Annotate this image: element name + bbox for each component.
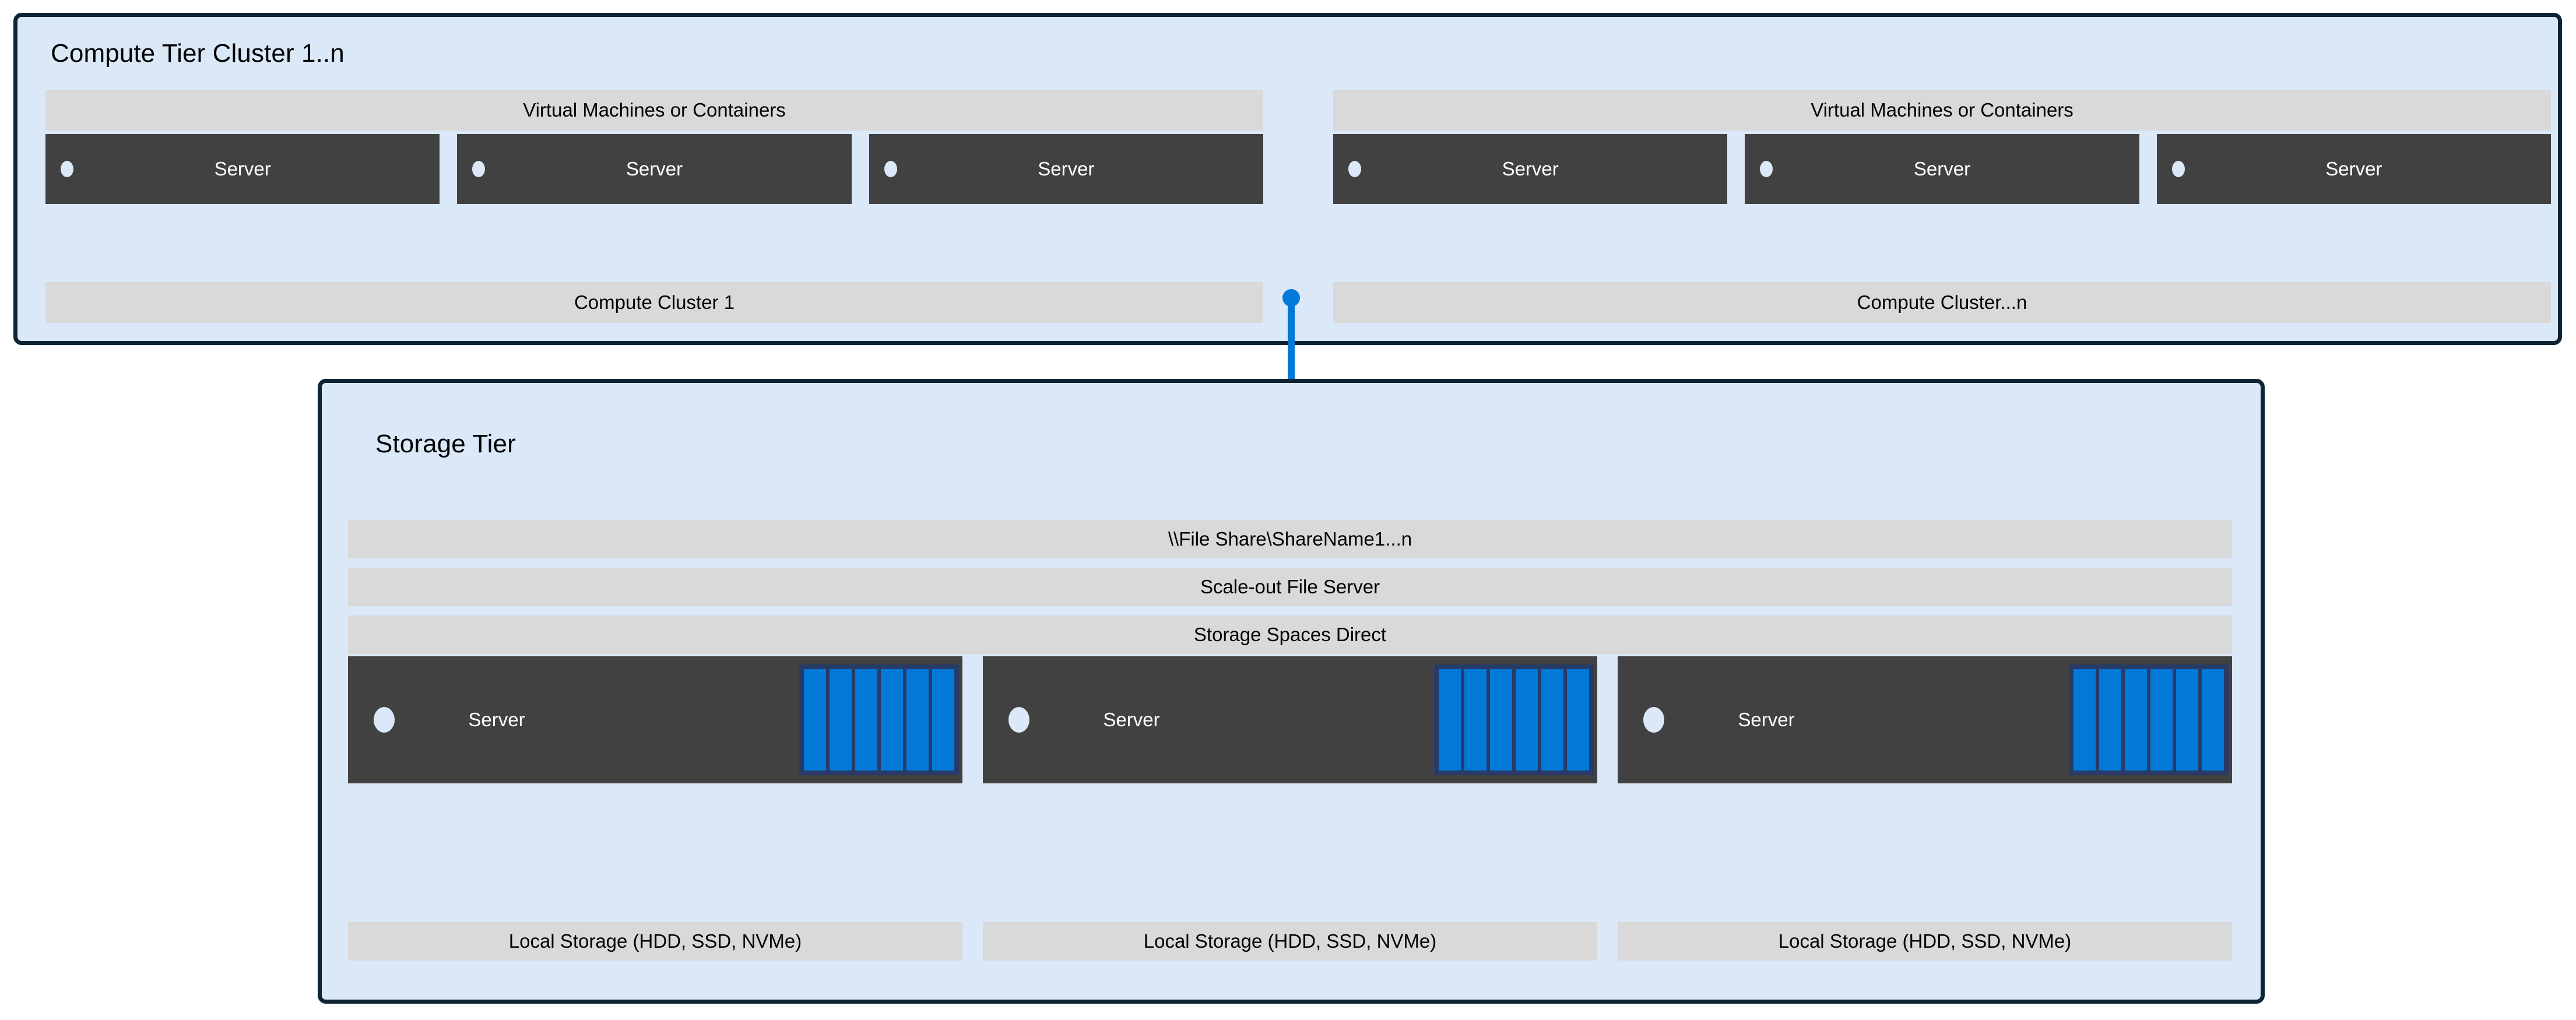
disk-icon (1464, 669, 1486, 771)
virtual-machines-or-containers-bar-n: Virtual Machines or Containers (1333, 90, 2551, 131)
compute-cluster-n-label-bar: Compute Cluster...n (1333, 282, 2551, 323)
compute-tier-panel: Compute Tier Cluster 1..n Virtual Machin… (13, 13, 2562, 345)
storage-node-3: Server Local Storage (HDD, SSD, NVMe) (1618, 656, 2232, 961)
server-label: Server (2325, 158, 2382, 180)
compute-server-row-1: Server Server Server (45, 134, 1263, 204)
local-storage-bar-3: Local Storage (HDD, SSD, NVMe) (1618, 922, 2232, 961)
compute-cluster-n: Virtual Machines or Containers Server Se… (1333, 90, 2551, 323)
compute-server-1-2[interactable]: Server (457, 134, 852, 204)
disk-icon (1490, 669, 1512, 771)
disk-icon (1439, 669, 1461, 771)
status-led-icon (2171, 161, 2185, 177)
file-share-bar: \\File Share\ShareName1...n (348, 520, 2232, 558)
server-label: Server (468, 709, 525, 730)
local-storage-bar-1: Local Storage (HDD, SSD, NVMe) (348, 922, 962, 961)
virtual-machines-or-containers-bar-1: Virtual Machines or Containers (45, 90, 1263, 131)
status-led-icon (1008, 707, 1029, 733)
compute-server-row-n: Server Server Server (1333, 134, 2551, 204)
disk-icon (906, 669, 929, 771)
compute-cluster-1-label-bar: Compute Cluster 1 (45, 282, 1263, 323)
disk-icon (1516, 669, 1538, 771)
disk-icon (1567, 669, 1589, 771)
compute-server-1-1[interactable]: Server (45, 134, 440, 204)
status-led-icon (61, 161, 73, 177)
disk-icon (2150, 669, 2173, 771)
storage-node-1: Server Local Storage (HDD, SSD, NVMe) (348, 656, 962, 961)
disk-icon (932, 669, 954, 771)
disk-icon (1541, 669, 1563, 771)
server-label: Server (1502, 158, 1559, 180)
storage-spaces-direct-bar: Storage Spaces Direct (348, 615, 2232, 654)
local-storage-bar-2: Local Storage (HDD, SSD, NVMe) (983, 922, 1597, 961)
scale-out-file-server-bar: Scale-out File Server (348, 568, 2232, 606)
compute-server-1-3[interactable]: Server (869, 134, 1263, 204)
storage-server-2[interactable]: Server (983, 656, 1597, 783)
compute-tier-title: Compute Tier Cluster 1..n (51, 39, 345, 68)
server-label: Server (1038, 158, 1095, 180)
status-led-icon (472, 161, 486, 177)
storage-server-3[interactable]: Server (1618, 656, 2232, 783)
server-label: Server (214, 158, 271, 180)
server-label: Server (1103, 709, 1160, 730)
disk-array-2 (1434, 664, 1594, 775)
disk-icon (830, 669, 852, 771)
disk-icon (804, 669, 826, 771)
disk-icon (881, 669, 903, 771)
storage-node-2: Server Local Storage (HDD, SSD, NVMe) (983, 656, 1597, 961)
server-label: Server (1913, 158, 1971, 180)
status-led-icon (374, 707, 395, 733)
status-led-icon (884, 161, 897, 177)
server-label: Server (625, 158, 683, 180)
disk-array-3 (2069, 664, 2229, 775)
disk-icon (855, 669, 877, 771)
status-led-icon (1760, 161, 1773, 177)
disk-icon (2202, 669, 2224, 771)
compute-server-n-1[interactable]: Server (1333, 134, 1728, 204)
compute-cluster-1: Virtual Machines or Containers Server Se… (45, 90, 1263, 323)
disk-icon (2099, 669, 2121, 771)
server-label: Server (1738, 709, 1795, 730)
status-led-icon (1643, 707, 1664, 733)
status-led-icon (1348, 161, 1361, 177)
connector-endpoint-top-dot (1282, 289, 1300, 307)
compute-server-n-2[interactable]: Server (1745, 134, 2139, 204)
storage-tier-title: Storage Tier (375, 430, 516, 458)
storage-tier-panel: Storage Tier \\File Share\ShareName1...n… (318, 379, 2265, 1004)
compute-server-n-3[interactable]: Server (2156, 134, 2551, 204)
storage-server-1[interactable]: Server (348, 656, 962, 783)
disk-icon (2074, 669, 2096, 771)
disk-icon (2125, 669, 2147, 771)
storage-node-row: Server Local Storage (HDD, SSD, NVMe) (348, 656, 2232, 961)
disk-array-1 (799, 664, 959, 775)
disk-icon (2176, 669, 2198, 771)
